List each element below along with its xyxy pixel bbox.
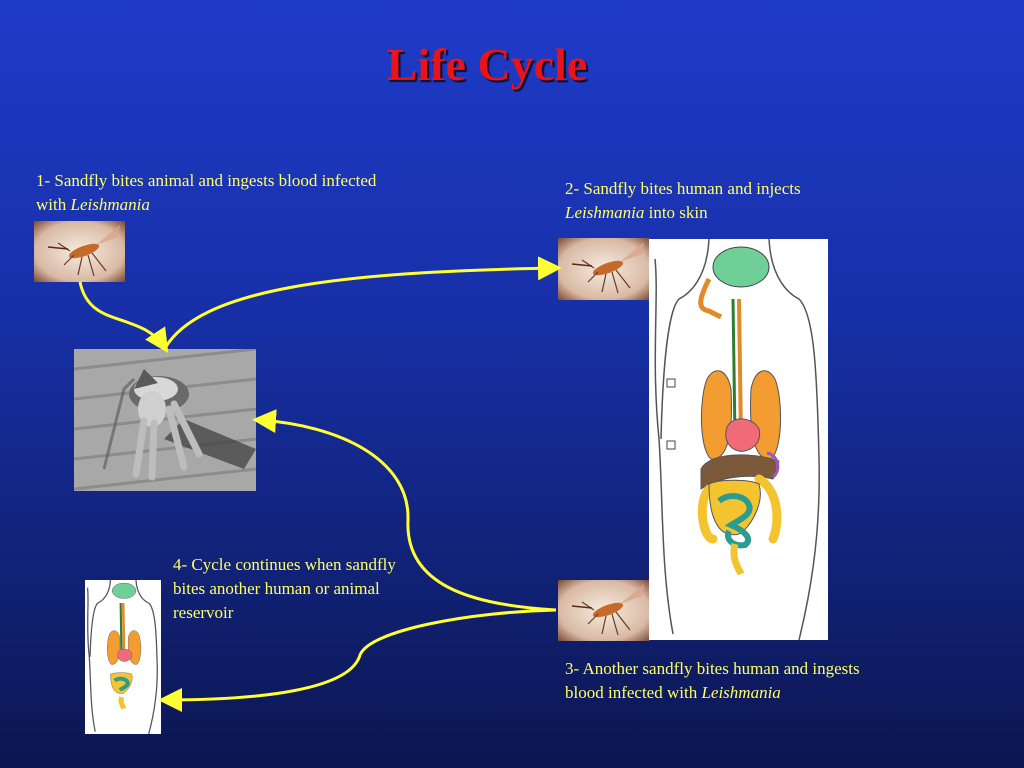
- step-1-italic: Leishmania: [70, 195, 150, 214]
- step-4-caption: 4- Cycle continues when sandfly bites an…: [173, 553, 398, 625]
- arrow-sandfly1-to-dog: [78, 281, 169, 354]
- arrow-dog-to-sandfly2: [163, 256, 562, 349]
- step-2-italic: Leishmania: [565, 203, 645, 222]
- human-anatomy-image-small: [85, 580, 161, 734]
- step-2-caption: 2- Sandfly bites human and injects Leish…: [565, 177, 865, 225]
- slide-title: Life Cycle: [386, 39, 588, 90]
- sandfly-image-1: [34, 221, 125, 282]
- step-2-text-after: into skin: [644, 203, 708, 222]
- dog-image: [74, 349, 256, 491]
- step-4-text: 4- Cycle continues when sandfly bites an…: [173, 555, 396, 622]
- step-3-caption: 3- Another sandfly bites human and inges…: [565, 657, 895, 705]
- step-2-text: 2- Sandfly bites human and injects: [565, 179, 801, 198]
- step-1-caption: 1- Sandfly bites animal and ingests bloo…: [36, 169, 381, 217]
- sandfly-image-3: [558, 580, 650, 641]
- step-1-text: 1- Sandfly bites animal and ingests bloo…: [36, 171, 377, 214]
- human-anatomy-image-large: [649, 239, 828, 640]
- step-3-text: 3- Another sandfly bites human and inges…: [565, 659, 860, 702]
- step-3-italic: Leishmania: [701, 683, 781, 702]
- sandfly-image-2: [558, 238, 650, 300]
